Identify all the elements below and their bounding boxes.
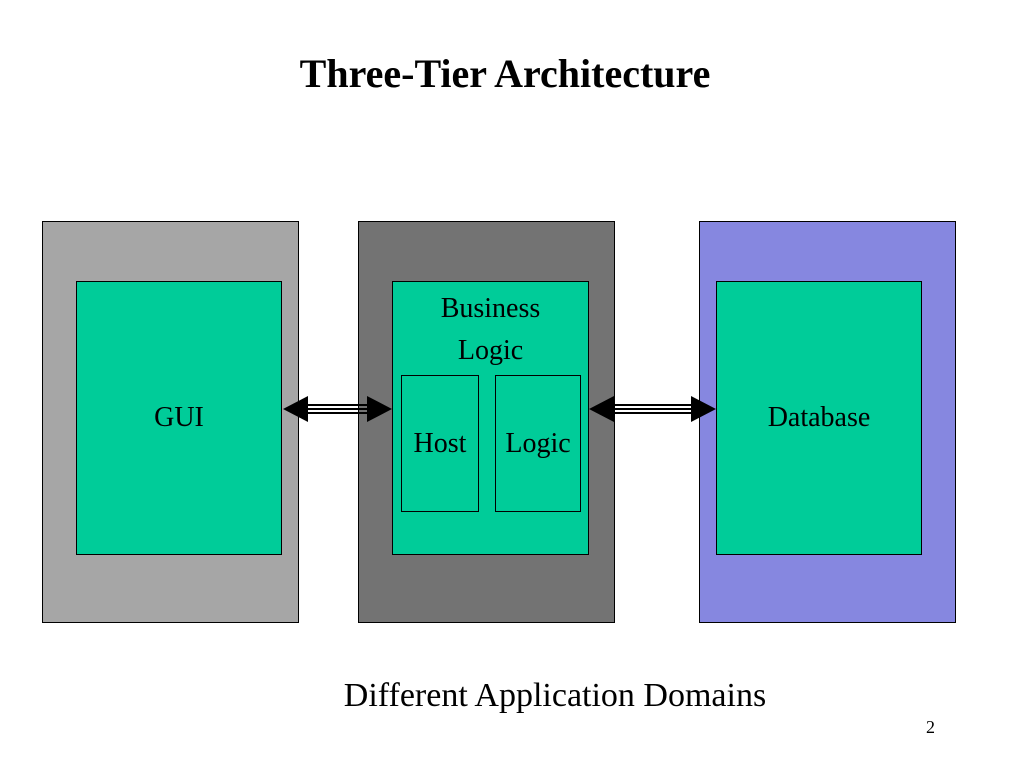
page-number: 2 [926,717,935,737]
logic-label: Logic [505,428,571,459]
gui-label: GUI [154,402,204,433]
business-logic-label: Business Logic [440,293,541,366]
gui-box: GUI [76,281,282,555]
host-label: Host [413,428,467,459]
business-logic-box: Business Logic [392,281,589,555]
slide-caption: Different Application Domains [343,677,767,714]
host-box: Host [401,375,479,512]
database-label: Database [767,402,871,433]
slide-title: Three-Tier Architecture [299,51,711,96]
database-box: Database [716,281,922,555]
logic-box: Logic [495,375,581,512]
